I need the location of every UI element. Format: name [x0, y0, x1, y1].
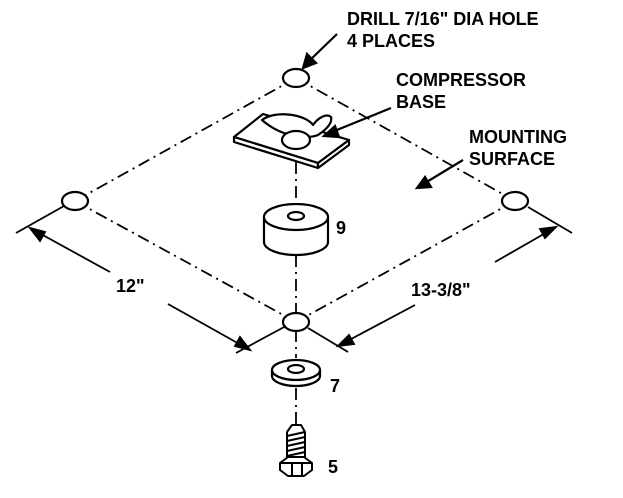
rubber-pad [262, 202, 330, 257]
arrow-compressor [321, 124, 341, 139]
hole-left [60, 190, 90, 212]
compressor-label-line1: COMPRESSOR [396, 70, 526, 90]
drill-label-line1: DRILL 7/16" DIA HOLE [347, 9, 539, 29]
mounting-surface-outline [74, 77, 516, 323]
dimension-lines [15, 205, 573, 354]
callout-pad: 9 [336, 218, 346, 238]
mounting-label-line2: SURFACE [469, 149, 555, 169]
hole-top [281, 67, 311, 89]
drill-label-line2: 4 PLACES [347, 31, 435, 51]
compressor-label-line2: BASE [396, 92, 446, 112]
lag-bolt [279, 424, 313, 477]
callout-bolt: 5 [328, 457, 338, 477]
base-hole [280, 129, 312, 151]
washer-hole [286, 363, 306, 375]
dimension-13-3-8: 13-3/8" [411, 280, 471, 300]
dim-right-arrow-end [538, 225, 559, 240]
leader-arrows [301, 33, 464, 190]
dim-left-arrow-end [233, 335, 253, 352]
mounting-holes [60, 67, 530, 333]
arrow-drill [301, 51, 318, 70]
hole-front [281, 311, 311, 333]
compressor-base [232, 112, 351, 170]
callout-washer: 7 [330, 376, 340, 396]
dim-left-arrow-start [27, 226, 47, 243]
hole-right [500, 190, 530, 212]
dimension-12: 12" [116, 276, 145, 296]
washer [270, 358, 322, 388]
dim-right-arrow-start [335, 333, 356, 348]
mounting-label-line1: MOUNTING [469, 127, 567, 147]
pad-hole [286, 210, 306, 222]
arrow-mounting [414, 175, 433, 190]
